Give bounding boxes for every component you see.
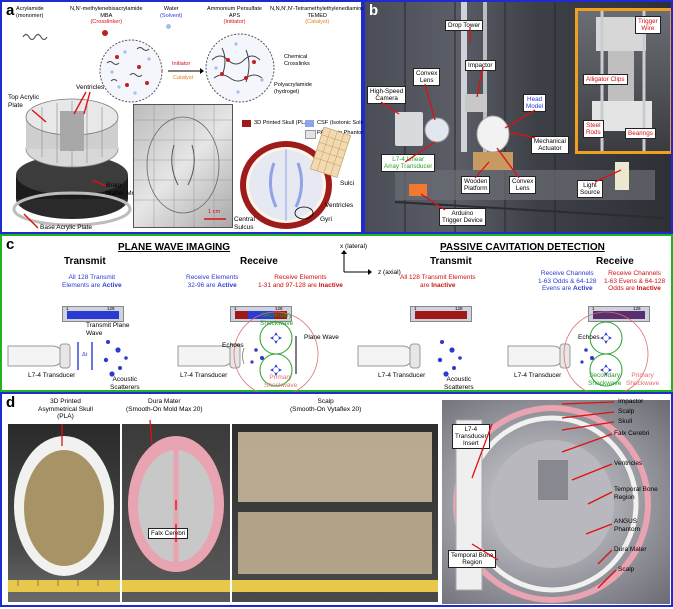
echoes-label-2: Echoes: [578, 334, 600, 342]
pcd-title: PASSIVE CAVITATION DETECTION: [440, 242, 605, 253]
callout-arrows-d: [2, 394, 673, 609]
axes-icon: [340, 252, 370, 276]
pwi-transmit-title: Transmit: [64, 256, 106, 267]
gyri-label: Gyri: [320, 216, 332, 224]
pwi-transmit-bar: 1 128: [62, 306, 124, 322]
bar-start-2: 1: [234, 306, 237, 313]
legend-csf-label: CSF (Isotonic Soln.): [317, 120, 367, 127]
transducer-label-2: L7-4 Transducer: [180, 372, 227, 380]
pwi-receive-scene: [172, 316, 342, 394]
panel-c: c PLANE WAVE IMAGING PASSIVE CAVITATION …: [0, 234, 673, 392]
pcd-receive-title: Receive: [596, 256, 634, 267]
pwi-receive-title: Receive: [240, 256, 278, 267]
phantom-photo: 1 cm: [133, 104, 233, 228]
legend-swatch-csf: [305, 120, 314, 127]
bar-end-1: 128: [107, 306, 115, 313]
plane-wave-label: Plane Wave: [304, 334, 339, 342]
panel-c-label: c: [6, 236, 14, 253]
transducer-label-1: L7-4 Transducer: [28, 372, 75, 380]
x-lateral-label: x (lateral): [340, 243, 367, 251]
legend-swatch-skull: [242, 120, 251, 127]
ventricles-label-right: Ventricles: [325, 202, 353, 210]
pcd-transmit-bar: 1 128: [410, 306, 472, 322]
bar-end-4: 128: [633, 306, 641, 313]
echoes-label-1: Echoes: [222, 342, 244, 350]
pcd-transmit-scene: [352, 324, 512, 392]
callout-arrows-b: [365, 2, 671, 232]
sulci-label: Sulci: [340, 180, 354, 188]
scale-bar-label: 1 cm: [208, 209, 220, 216]
secondary-shockwave-label-2: SecondaryShockwave: [588, 372, 621, 387]
bar-start-1: 1: [66, 306, 69, 313]
panel-a: a Acrylamide(monomer) N,N'-methylenebisa…: [0, 0, 363, 234]
pcd-transmit-title: Transmit: [430, 256, 472, 267]
z-axial-label: z (axial): [378, 269, 401, 277]
delta-t-label: Δt: [82, 352, 87, 359]
bar-start-3: 1: [414, 306, 417, 313]
bar-end-3: 128: [455, 306, 463, 313]
pwi-title: PLANE WAVE IMAGING: [118, 242, 230, 253]
transducer-label-4: L7-4 Transducer: [514, 372, 561, 380]
bar-start-4: 1: [592, 306, 595, 313]
legend-skull-label: 3D Printed Skull (PLA): [254, 120, 310, 127]
transducer-label-3: L7-4 Transducer: [378, 372, 425, 380]
